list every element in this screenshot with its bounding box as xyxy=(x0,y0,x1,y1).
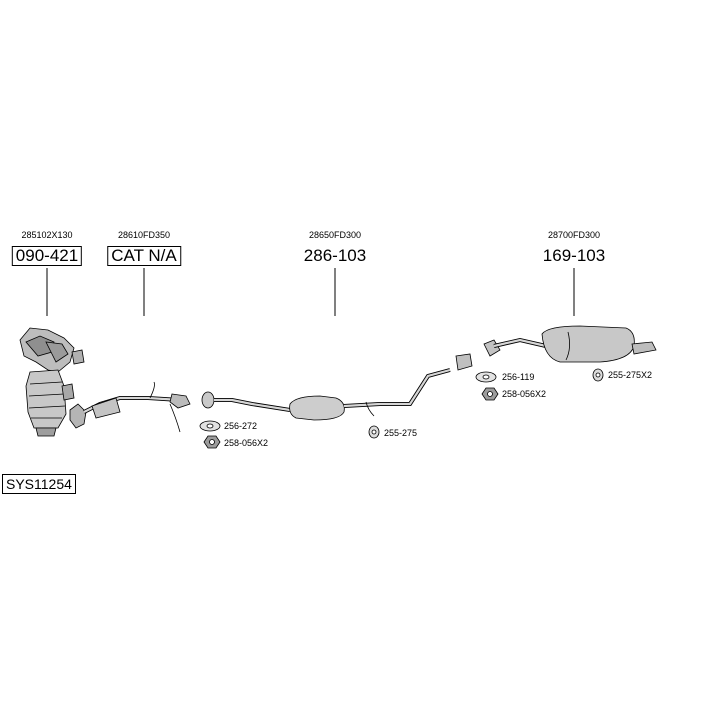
accessory-label-gasket[interactable]: 256-119 xyxy=(502,372,535,382)
exhaust-manifold-icon xyxy=(19,327,85,437)
accessory-label-gasket[interactable]: 256-272 xyxy=(224,421,258,431)
accessory-label-nut[interactable]: 258-056X2 xyxy=(502,389,547,399)
oem-number-rear-silencer: 28700FD300 xyxy=(547,230,601,240)
oem-number-front-pipe: 28610FD350 xyxy=(117,230,171,240)
oem-number-center-pipe: 28650FD300 xyxy=(308,230,362,240)
accessory-label-rubber-mount[interactable]: 255-275 xyxy=(384,428,418,438)
nut-icon xyxy=(203,435,221,449)
rubber-mount-icon xyxy=(592,368,604,382)
gasket-icon xyxy=(475,371,497,383)
rear-silencer-icon xyxy=(483,325,657,363)
nut-icon xyxy=(481,387,499,401)
front-pipe-icon xyxy=(69,381,191,433)
part-number-front-pipe[interactable]: CAT N/A xyxy=(107,246,181,266)
part-number-rear-silencer[interactable]: 169-103 xyxy=(542,246,606,265)
center-pipe-icon xyxy=(201,353,473,421)
gasket-icon xyxy=(199,420,221,432)
leader-lines xyxy=(46,268,575,316)
part-number-manifold[interactable]: 090-421 xyxy=(11,246,83,266)
accessory-label-rubber-mount[interactable]: 255-275X2 xyxy=(608,370,653,380)
part-number-center-pipe[interactable]: 286-103 xyxy=(303,246,367,265)
accessory-label-nut[interactable]: 258-056X2 xyxy=(224,438,269,448)
oem-number-manifold: 285102X130 xyxy=(21,230,73,240)
system-code: SYS11254 xyxy=(2,474,76,494)
rubber-mount-icon xyxy=(368,425,380,439)
